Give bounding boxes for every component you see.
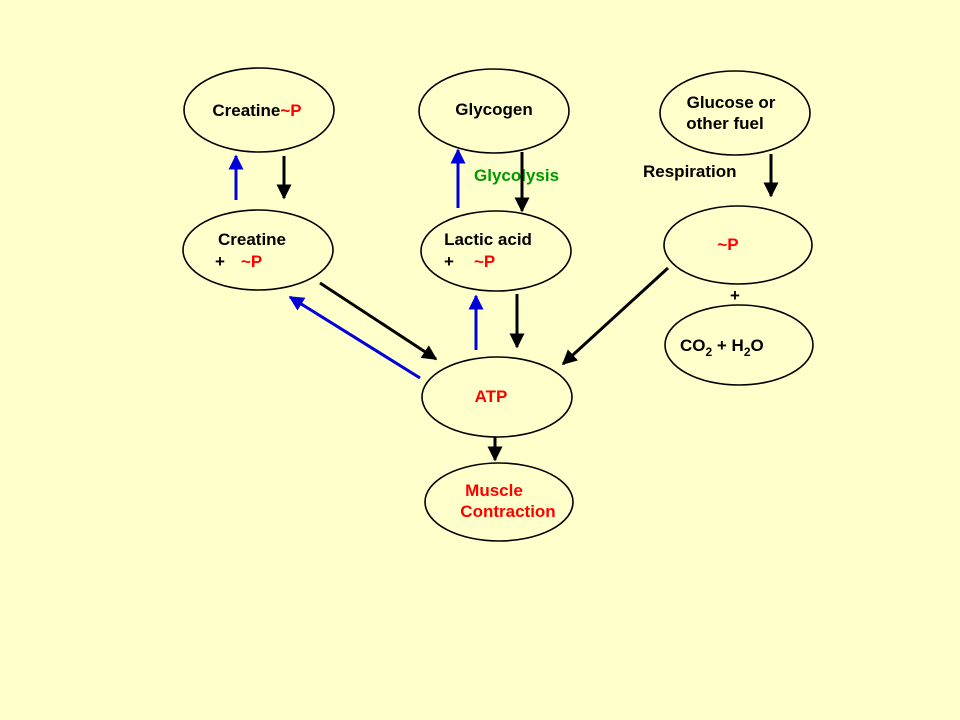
glucose-label: Glucose or bbox=[687, 93, 776, 112]
other-fuel-label: other fuel bbox=[686, 114, 763, 133]
phosphate-mark: ~P bbox=[241, 252, 262, 271]
node-lactic-acid: Lactic acid + ~P bbox=[420, 210, 572, 292]
respiration-label: Respiration bbox=[643, 162, 737, 181]
co2-h2o-label: CO2 + H2O bbox=[680, 336, 764, 359]
arrow-phosphate-to-atp bbox=[561, 266, 670, 366]
phosphate-mark: ~P bbox=[280, 101, 301, 120]
plus-sign: + bbox=[730, 286, 740, 305]
glycogen-label: Glycogen bbox=[455, 100, 532, 119]
phosphate-mark: ~P bbox=[474, 252, 495, 271]
creatine-label: Creatine bbox=[212, 101, 280, 120]
node-glycogen: Glycogen bbox=[418, 68, 570, 154]
atp-label: ATP bbox=[475, 387, 508, 406]
node-glucose: Glucose or other fuel bbox=[659, 70, 811, 156]
node-creatine: Creatine + ~P bbox=[182, 209, 334, 291]
plus-label: + bbox=[215, 252, 225, 271]
lactic-acid-label: Lactic acid bbox=[444, 230, 532, 249]
node-muscle-contraction: Muscle Contraction bbox=[424, 462, 574, 542]
arrow-atp-to-creatine bbox=[288, 295, 421, 380]
arrow-creatine-to-atp bbox=[319, 281, 438, 361]
node-creatine-phosphate: Creatine~P bbox=[183, 67, 335, 153]
node-phosphate: ~P bbox=[663, 205, 813, 285]
node-atp: ATP bbox=[421, 356, 573, 438]
glycolysis-label: Glycolysis bbox=[474, 166, 559, 185]
contraction-label: Contraction bbox=[460, 502, 555, 521]
svg-text:Creatine~P: Creatine~P bbox=[212, 101, 301, 120]
muscle-label: Muscle bbox=[465, 481, 523, 500]
creatine-label: Creatine bbox=[218, 230, 286, 249]
node-co2-h2o: CO2 + H2O bbox=[664, 304, 814, 386]
phosphate-mark: ~P bbox=[717, 235, 738, 254]
plus-label: + bbox=[444, 252, 454, 271]
